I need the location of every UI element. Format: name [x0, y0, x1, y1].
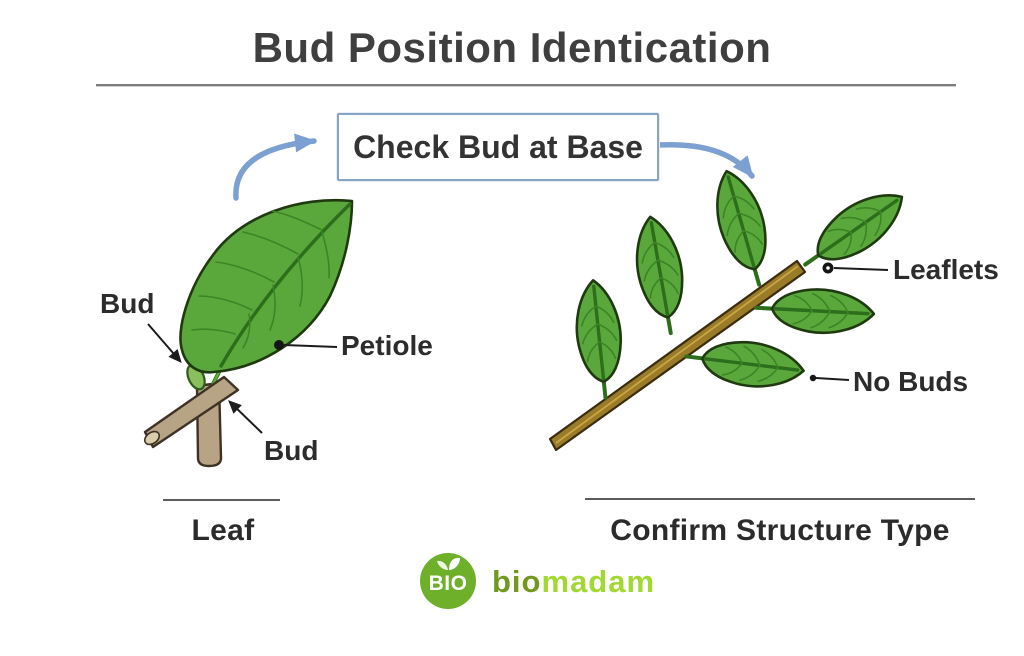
title-underline [96, 84, 956, 86]
brand-name-secondary: madam [541, 564, 656, 599]
compound-leaf-illustration [548, 163, 917, 452]
no-buds-connector [809, 374, 850, 382]
left-caption: Leaf [191, 514, 255, 547]
simple-leaf-illustration [143, 198, 354, 468]
bud-top-arrow [147, 323, 182, 364]
right-caption: Confirm Structure Type [610, 514, 950, 547]
flow-box-label: Check Bud at Base [353, 128, 643, 165]
petiole-connector [274, 340, 338, 350]
bio-badge-text: BIO [428, 572, 468, 595]
brand-name-primary: bio [492, 564, 542, 599]
leaflet [626, 211, 695, 339]
leaf-blade [179, 198, 354, 374]
leaflet [703, 163, 782, 293]
leaflets-connector [822, 262, 889, 274]
label-leaflets: Leaflets [893, 254, 999, 285]
flow-arrow-left [233, 133, 317, 201]
sprout-leaf-icon [437, 557, 460, 570]
label-petiole: Petiole [341, 330, 433, 361]
flow-arrow-right [655, 141, 755, 179]
label-no-buds: No Buds [853, 366, 969, 397]
label-bud-bottom: Bud [264, 435, 319, 466]
flow-box: Check Bud at Base [337, 113, 659, 181]
compound-stem-highlight [555, 265, 799, 444]
left-caption-line [163, 499, 280, 501]
leaf-midrib [219, 202, 352, 368]
bud-bottom-arrow [228, 400, 263, 434]
leaflet [569, 276, 629, 402]
page-title: Bud Position Identication [252, 24, 772, 71]
branch-cut-end [143, 430, 161, 446]
right-caption-line [585, 498, 975, 500]
brand-name: biomadam [492, 564, 655, 600]
bio-logo-badge: BIO [420, 553, 476, 609]
label-bud-top: Bud [100, 288, 155, 319]
leaf-veins [191, 210, 330, 349]
